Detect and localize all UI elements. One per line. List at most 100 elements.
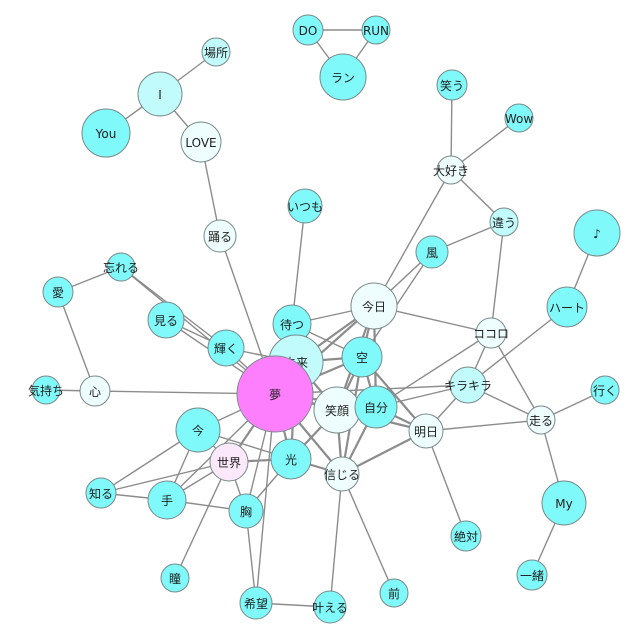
- node-circle-kanaeru[interactable]: [313, 590, 347, 624]
- node-circle-hitomi[interactable]: [160, 563, 190, 593]
- node-circle-kirakira[interactable]: [449, 366, 487, 404]
- node-jibun[interactable]: 自分: [354, 385, 398, 429]
- node-daisuki[interactable]: 大好き: [433, 155, 469, 185]
- node-circle-I[interactable]: [137, 71, 183, 117]
- node-kaze[interactable]: 風: [415, 235, 449, 269]
- node-circle-ran[interactable]: [319, 53, 367, 101]
- node-shiru[interactable]: 知る: [85, 477, 117, 509]
- node-circle-You[interactable]: [81, 108, 131, 158]
- node-chigau[interactable]: 違う: [489, 207, 519, 237]
- node-circle-kimochi[interactable]: [31, 375, 61, 405]
- node-ashita[interactable]: 明日: [408, 413, 444, 449]
- node-My[interactable]: My: [541, 480, 587, 526]
- node-circle-note[interactable]: [573, 209, 621, 257]
- node-kagayaku[interactable]: 輝く: [207, 329, 245, 367]
- node-mune[interactable]: 胸: [228, 493, 264, 529]
- node-circle-ai[interactable]: [42, 276, 74, 308]
- node-label-kyou: 今日: [362, 299, 386, 314]
- node-mae[interactable]: 前: [379, 578, 409, 608]
- node-label-I: I: [158, 88, 162, 102]
- node-yume[interactable]: 夢: [236, 355, 314, 433]
- node-circle-kyou[interactable]: [350, 282, 398, 330]
- node-circle-kagayaku[interactable]: [207, 329, 245, 367]
- node-circle-hashiru[interactable]: [526, 405, 556, 435]
- node-circle-yume[interactable]: [236, 355, 314, 433]
- node-DO[interactable]: DO: [292, 14, 324, 46]
- node-RUN[interactable]: RUN: [361, 15, 391, 45]
- node-circle-te[interactable]: [147, 480, 187, 520]
- node-iku[interactable]: 行く: [590, 375, 620, 405]
- node-label-LOVE: LOVE: [185, 136, 216, 150]
- node-warau[interactable]: 笑う: [436, 69, 468, 101]
- node-circle-mune[interactable]: [228, 493, 264, 529]
- node-circle-kokoro[interactable]: [79, 375, 111, 407]
- node-kimochi[interactable]: 気持ち: [28, 375, 64, 405]
- node-kibou[interactable]: 希望: [239, 586, 273, 620]
- node-ai[interactable]: 愛: [42, 276, 74, 308]
- node-basho[interactable]: 場所: [201, 37, 231, 67]
- node-label-kanaeru: 叶える: [312, 601, 348, 615]
- node-kyou[interactable]: 今日: [350, 282, 398, 330]
- node-circle-hikari[interactable]: [270, 438, 312, 480]
- node-hitomi[interactable]: 瞳: [160, 563, 190, 593]
- node-circle-ima[interactable]: [175, 407, 221, 453]
- node-circle-wasureru[interactable]: [106, 252, 136, 282]
- node-circle-warau[interactable]: [436, 69, 468, 101]
- edge-hashiru-ashita: [425, 419, 542, 432]
- node-heart[interactable]: ハート: [546, 286, 588, 328]
- node-circle-kaze[interactable]: [415, 235, 449, 269]
- node-shinjiru[interactable]: 信じる: [324, 456, 360, 492]
- node-hikari[interactable]: 光: [270, 438, 312, 480]
- node-circle-ashita[interactable]: [408, 413, 444, 449]
- node-circle-issho[interactable]: [516, 559, 548, 591]
- node-kokoro_k[interactable]: ココロ: [473, 317, 509, 349]
- node-circle-jibun[interactable]: [354, 385, 398, 429]
- node-I[interactable]: I: [137, 71, 183, 117]
- node-circle-My[interactable]: [541, 480, 587, 526]
- node-circle-miru[interactable]: [147, 301, 185, 339]
- node-circle-chigau[interactable]: [489, 207, 519, 237]
- node-miru[interactable]: 見る: [147, 301, 185, 339]
- node-circle-shiru[interactable]: [85, 477, 117, 509]
- node-issho[interactable]: 一緒: [516, 559, 548, 591]
- node-label-mune: 胸: [240, 504, 252, 519]
- node-circle-basho[interactable]: [201, 37, 231, 67]
- node-You[interactable]: You: [81, 108, 131, 158]
- node-circle-kokoro_k[interactable]: [475, 317, 507, 349]
- node-circle-itsumo[interactable]: [287, 188, 323, 224]
- node-kokoro[interactable]: 心: [79, 375, 111, 407]
- node-circle-daisuki[interactable]: [436, 155, 466, 185]
- node-circle-LOVE[interactable]: [180, 121, 222, 163]
- node-circle-RUN[interactable]: [361, 15, 391, 45]
- node-te[interactable]: 手: [147, 480, 187, 520]
- node-circle-iku[interactable]: [590, 375, 620, 405]
- node-label-kirakira: キラキラ: [444, 379, 492, 393]
- node-circle-odoru[interactable]: [203, 219, 237, 253]
- node-circle-kibou[interactable]: [239, 586, 273, 620]
- node-ran[interactable]: ラン: [319, 53, 367, 101]
- node-circle-Wow[interactable]: [504, 103, 534, 133]
- node-circle-heart[interactable]: [546, 286, 588, 328]
- node-hashiru[interactable]: 走る: [526, 405, 556, 435]
- node-egao[interactable]: 笑顔: [313, 386, 361, 434]
- node-circle-sora[interactable]: [341, 336, 383, 378]
- node-sora[interactable]: 空: [341, 336, 383, 378]
- node-matsu[interactable]: 待つ: [272, 304, 312, 344]
- node-circle-DO[interactable]: [292, 14, 324, 46]
- node-label-sora: 空: [356, 351, 368, 365]
- node-Wow[interactable]: Wow: [504, 103, 534, 133]
- node-circle-zettai[interactable]: [450, 520, 482, 552]
- node-sekai[interactable]: 世界: [209, 442, 249, 482]
- node-circle-shinjiru[interactable]: [324, 456, 360, 492]
- node-kanaeru[interactable]: 叶える: [312, 590, 348, 624]
- node-zettai[interactable]: 絶対: [450, 520, 482, 552]
- node-circle-mae[interactable]: [379, 578, 409, 608]
- node-circle-sekai[interactable]: [209, 442, 249, 482]
- node-LOVE[interactable]: LOVE: [180, 121, 222, 163]
- node-note[interactable]: ♪: [573, 209, 621, 257]
- node-itsumo[interactable]: いつも: [287, 188, 323, 224]
- node-wasureru[interactable]: 忘れる: [103, 252, 139, 282]
- node-kirakira[interactable]: キラキラ: [444, 366, 492, 404]
- node-ima[interactable]: 今: [175, 407, 221, 453]
- node-odoru[interactable]: 踊る: [203, 219, 237, 253]
